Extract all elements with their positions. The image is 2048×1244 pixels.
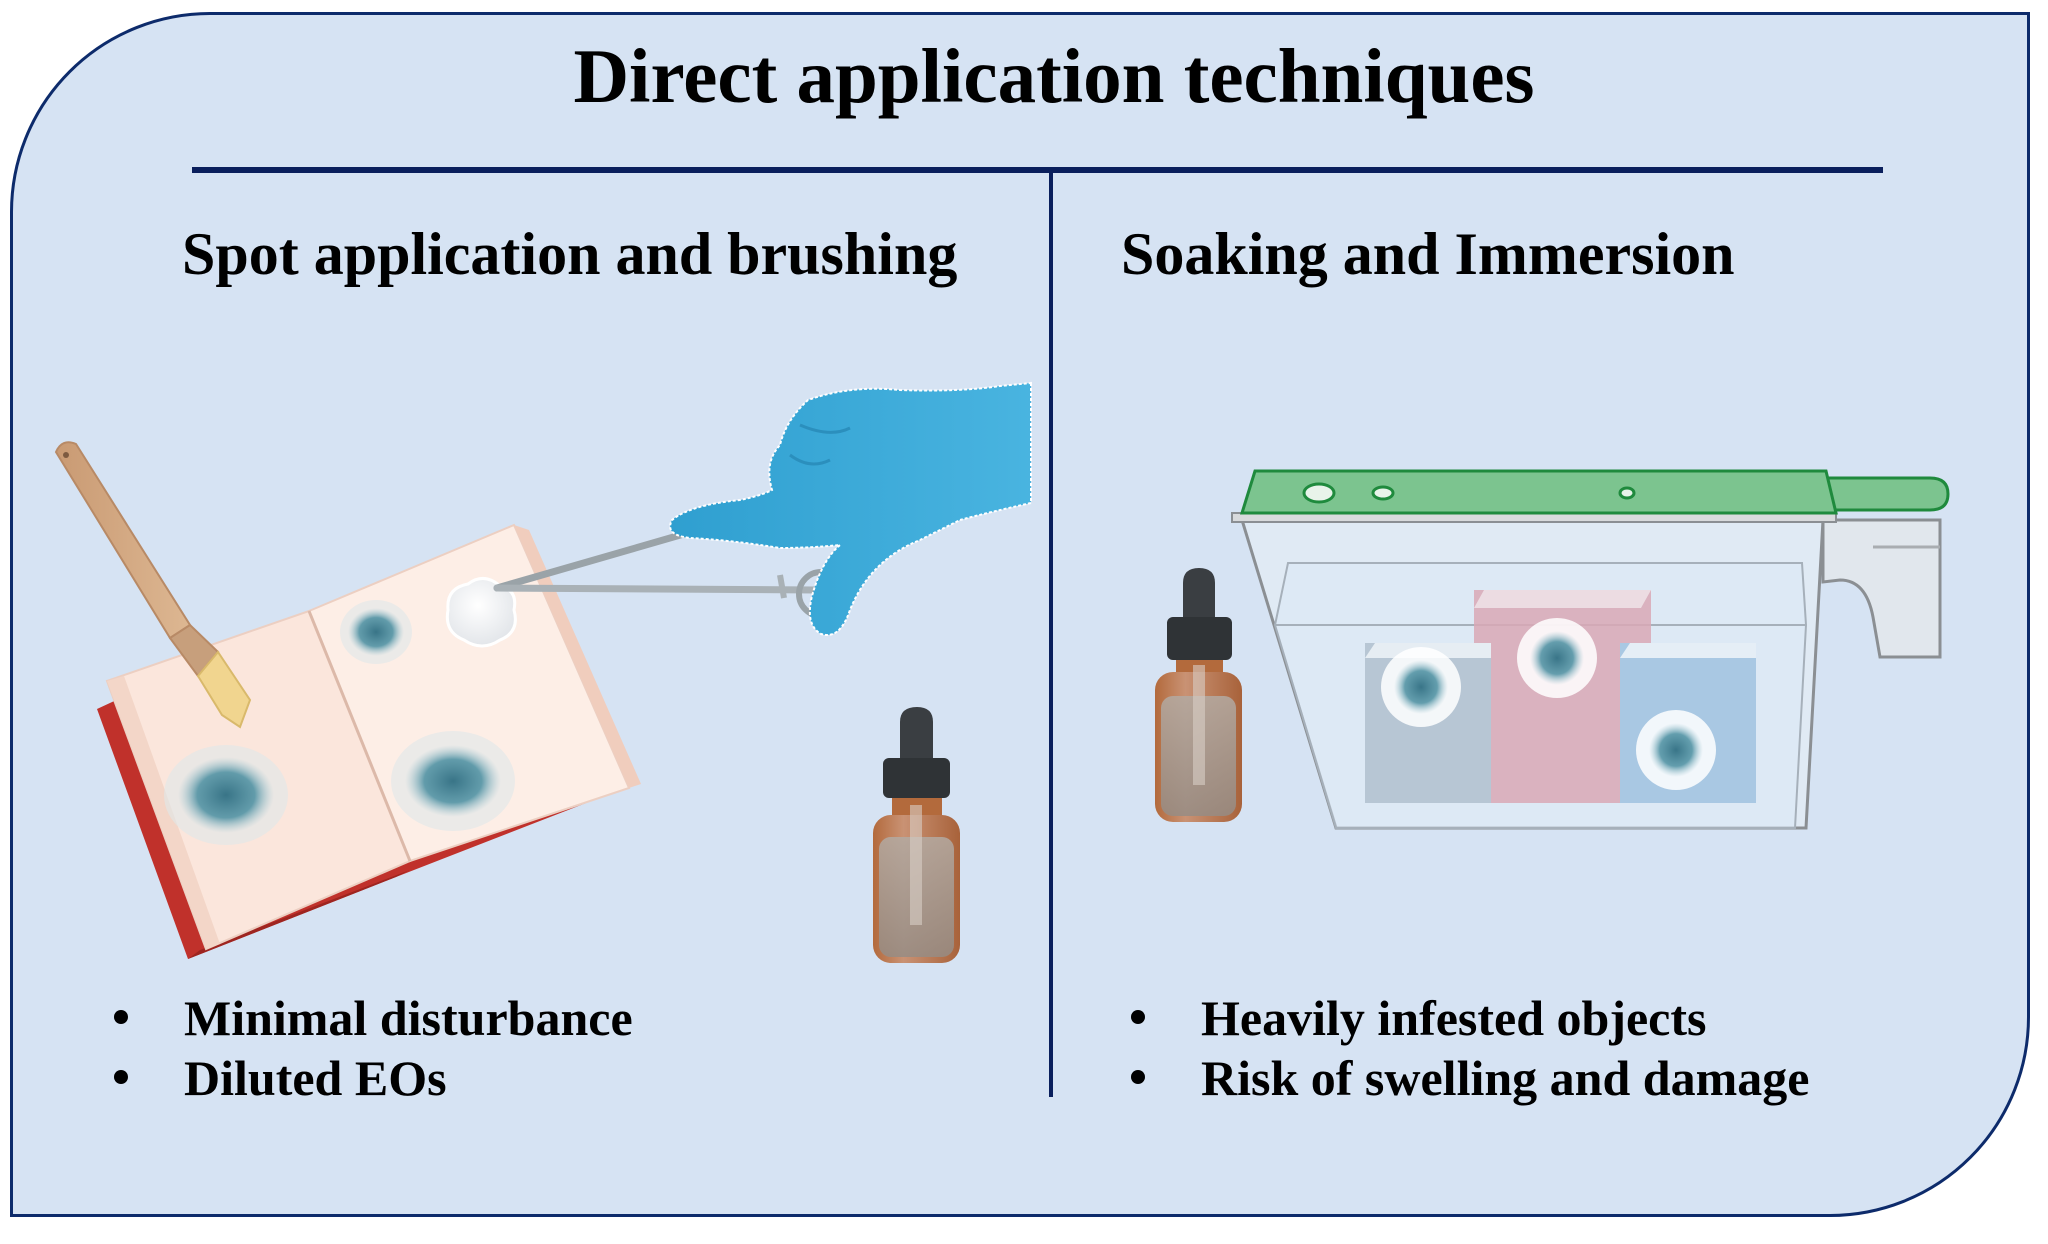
- bullet-dot: [114, 1010, 128, 1024]
- mold-spot: [340, 600, 412, 664]
- diagram-title: Direct application techniques: [573, 33, 1535, 119]
- section-heading-spot: Spot application and brushing: [182, 221, 958, 287]
- dropper-bottle-right: [1155, 568, 1242, 822]
- mold-spots-book: [164, 600, 515, 845]
- container-lid: [1231, 469, 1950, 523]
- mold-spot: [391, 731, 515, 831]
- bullet-dot: [1131, 1070, 1145, 1084]
- mold-spot: [1636, 710, 1716, 790]
- bullet-dot: [114, 1070, 128, 1084]
- mold-spot: [164, 745, 288, 845]
- bullet-item: Heavily infested objects: [1125, 988, 1809, 1048]
- bullet-item: Risk of swelling and damage: [1125, 1048, 1809, 1108]
- section-heading-soak: Soaking and Immersion: [1121, 221, 1735, 287]
- gloved-hand: [669, 381, 1032, 636]
- soaked-books: [1365, 590, 1756, 803]
- cotton-ball: [445, 577, 517, 648]
- bullet-dot: [1131, 1010, 1145, 1024]
- paint-brush: [54, 441, 252, 729]
- bullet-list-spot: Minimal disturbance Diluted EOs: [108, 988, 633, 1108]
- bullet-item: Minimal disturbance: [108, 988, 633, 1048]
- title-rule: [192, 167, 1883, 173]
- bullet-item: Diluted EOs: [108, 1048, 633, 1108]
- section-divider: [1049, 170, 1053, 1097]
- dropper-bottle-left: [873, 707, 960, 963]
- mold-spot: [1517, 618, 1597, 698]
- mold-spot: [1381, 647, 1461, 727]
- bullet-list-soak: Heavily infested objects Risk of swellin…: [1125, 988, 1809, 1108]
